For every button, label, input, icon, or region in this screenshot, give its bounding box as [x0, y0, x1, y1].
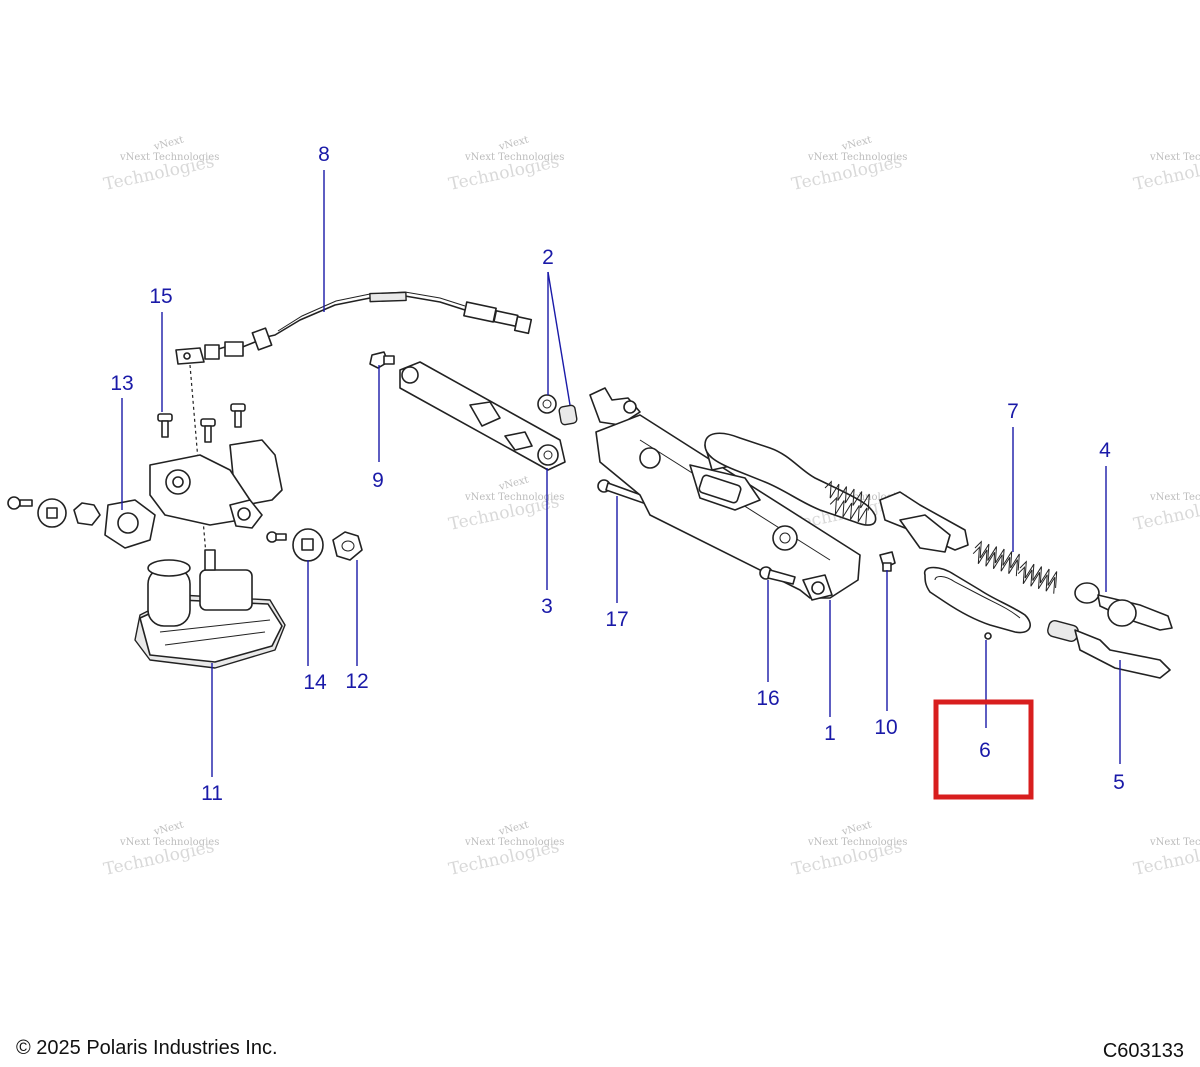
- watermark-stamp: vNext Technologies Technologies: [1132, 152, 1200, 195]
- watermark-text: vNext Technologies: [119, 152, 219, 163]
- callout-7[interactable]: 7: [1007, 400, 1019, 423]
- left-hardware[interactable]: [7, 496, 101, 528]
- leader-2b: [547, 271, 571, 406]
- part-6-gasket[interactable]: [924, 566, 1031, 640]
- watermark-text: vNext Technologies: [464, 837, 564, 848]
- callout-3[interactable]: 3: [541, 595, 553, 618]
- part-4-fork[interactable]: [1074, 582, 1173, 631]
- callout-13[interactable]: 13: [110, 372, 133, 395]
- part-5-fork[interactable]: [1046, 619, 1171, 679]
- watermark-text: vNext Technologies: [807, 152, 907, 163]
- part-9-bolt[interactable]: [369, 351, 395, 369]
- callout-4[interactable]: 4: [1099, 439, 1111, 462]
- watermark-text: vNext Technologies: [807, 837, 907, 848]
- callout-2[interactable]: 2: [542, 246, 554, 269]
- watermark-text: vNext Technologies: [464, 492, 564, 503]
- watermark-text: vNext: [840, 820, 873, 839]
- watermark-text: vNext: [152, 135, 185, 154]
- watermark-text: vNext: [497, 820, 530, 839]
- watermark-stamp: vNext Technologies Technologies: [1132, 837, 1200, 880]
- copyright-notice: © 2025 Polaris Industries Inc.: [16, 1037, 278, 1059]
- watermark-text: vNext Technologies: [1149, 492, 1200, 503]
- part-14-washer[interactable]: [266, 528, 324, 562]
- part-12-nut[interactable]: [332, 531, 363, 561]
- part-13-bracket[interactable]: [104, 439, 283, 549]
- callout-12[interactable]: 12: [345, 670, 368, 693]
- callout-8[interactable]: 8: [318, 143, 330, 166]
- callout-6[interactable]: 6: [979, 739, 991, 762]
- callout-10[interactable]: 10: [874, 716, 897, 739]
- watermark-stamp: vNext Technologies Technologies vNext: [447, 820, 564, 880]
- watermark-stamp: vNext Technologies Technologies vNext: [102, 820, 219, 880]
- part-15-screws[interactable]: [157, 403, 246, 443]
- watermark-text: vNext Technologies: [1149, 837, 1200, 848]
- part-7-springs[interactable]: [818, 480, 1060, 594]
- watermark-text: vNext: [497, 475, 530, 494]
- callout-5[interactable]: 5: [1113, 771, 1125, 794]
- part-16-bolt[interactable]: [759, 566, 796, 585]
- callout-labels: 8 2 15 13 7 4 9 3 17 14 12 16 10 1 6 5 1…: [110, 143, 1125, 805]
- leader-lines: [121, 170, 1121, 777]
- callout-16[interactable]: 16: [756, 687, 779, 710]
- part-3-link-arm[interactable]: [399, 361, 566, 471]
- watermark-text: vNext Technologies: [119, 837, 219, 848]
- part-11-actuator[interactable]: [134, 549, 286, 669]
- highlight-box: [933, 699, 1034, 800]
- watermark-stamp: vNext Technologies Technologies vNext: [790, 135, 907, 195]
- callout-11[interactable]: 11: [201, 782, 223, 805]
- part-10-screw[interactable]: [879, 551, 896, 572]
- drawing-code: C603133: [1102, 1040, 1184, 1062]
- watermark-text: vNext Technologies: [464, 152, 564, 163]
- watermark-text: vNext: [152, 820, 185, 839]
- watermark-stamp: vNext Technologies Technologies: [1132, 492, 1200, 535]
- callout-17[interactable]: 17: [605, 608, 628, 631]
- callout-14[interactable]: 14: [303, 671, 327, 694]
- watermark-text: vNext: [497, 135, 530, 154]
- part-2-bushings[interactable]: [537, 394, 578, 426]
- watermark-stamp: vNext Technologies Technologies vNext: [102, 135, 219, 195]
- upper-fork[interactable]: [879, 491, 969, 553]
- callout-15[interactable]: 15: [149, 285, 172, 308]
- part-8-shift-cable[interactable]: [175, 291, 533, 365]
- callout-9[interactable]: 9: [372, 469, 384, 492]
- callout-1[interactable]: 1: [824, 722, 836, 745]
- watermark-text: vNext Technologies: [807, 492, 907, 503]
- watermark-stamp: vNext Technologies Technologies vNext: [447, 135, 564, 195]
- watermark-stamp: vNext Technologies Technologies vNext: [790, 820, 907, 880]
- watermark-text: vNext Technologies: [1149, 152, 1200, 163]
- watermark-text: vNext: [840, 135, 873, 154]
